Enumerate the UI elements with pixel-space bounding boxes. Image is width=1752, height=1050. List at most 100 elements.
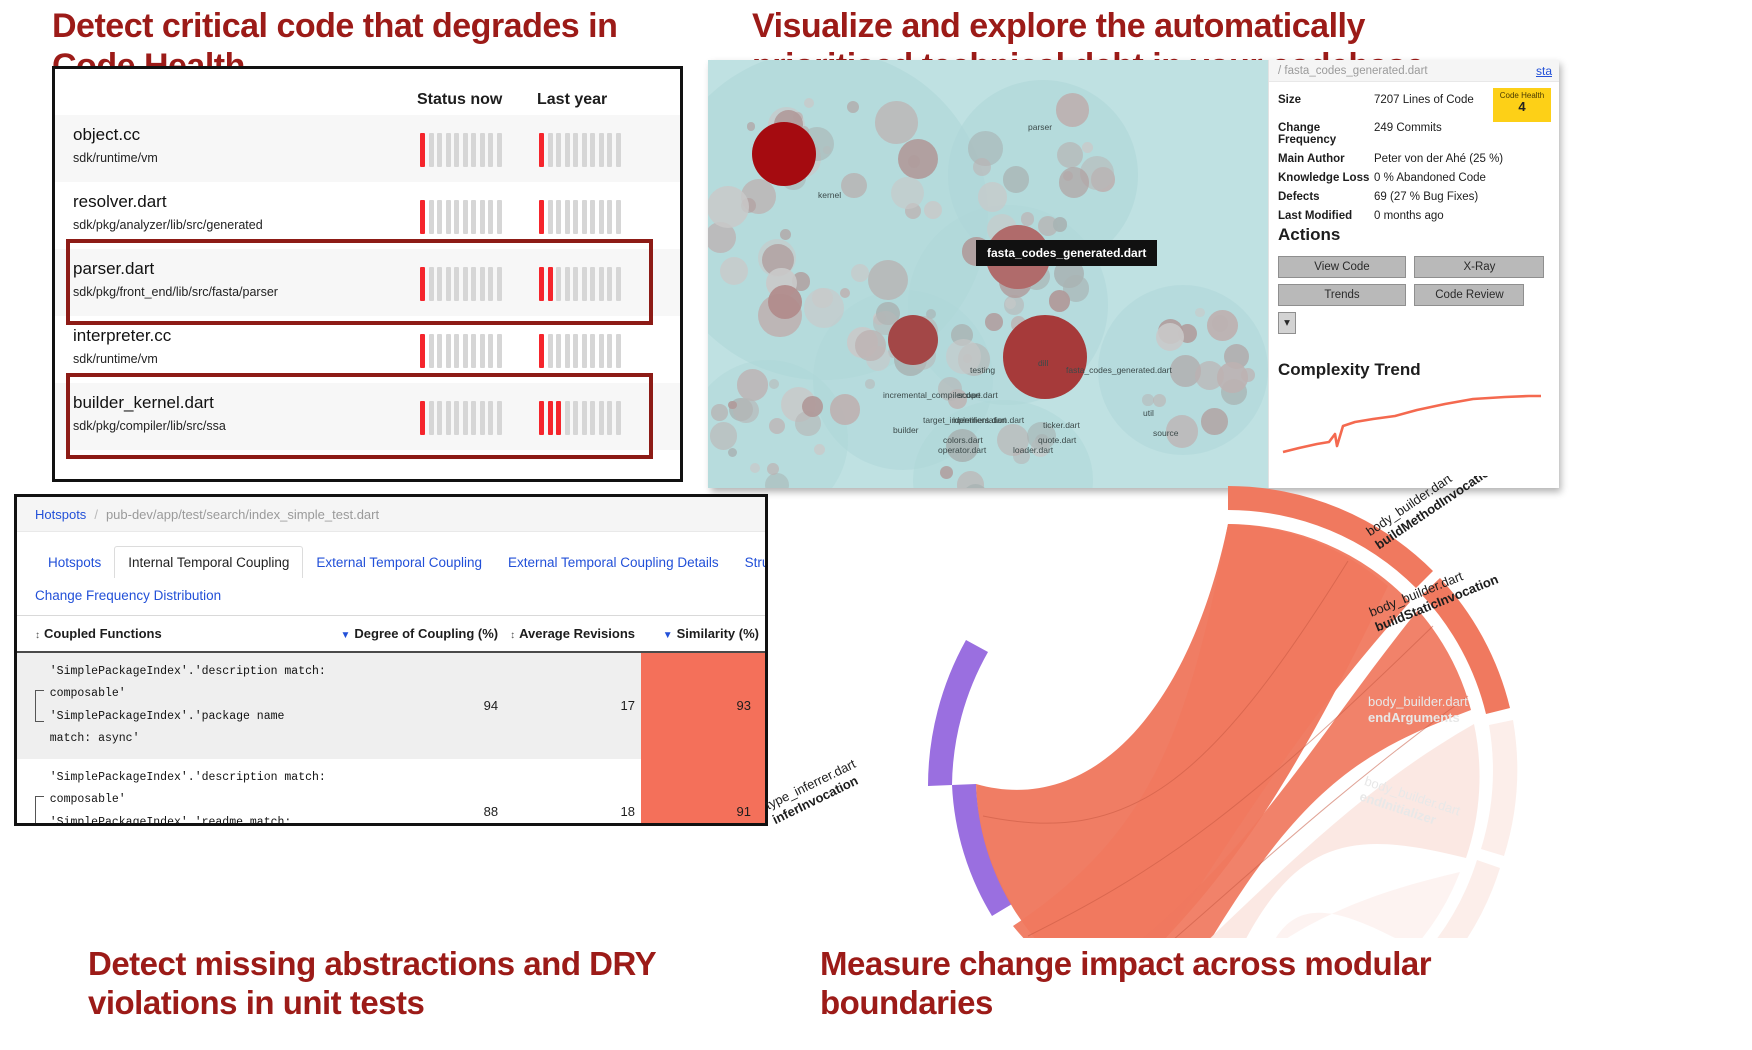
table-row[interactable]: 'SimplePackageIndex'.'description match:… xyxy=(17,652,765,759)
tab-external-temporal-coupling-details[interactable]: External Temporal Coupling Details xyxy=(507,555,719,570)
bubble-node[interactable] xyxy=(850,263,870,283)
bubble-node[interactable] xyxy=(780,229,791,241)
bubble-node[interactable] xyxy=(1216,361,1248,393)
bubble-node[interactable] xyxy=(977,181,1008,212)
bubble-node[interactable] xyxy=(708,186,749,228)
bubble-node[interactable] xyxy=(767,463,780,476)
tab-external-temporal-coupling[interactable]: External Temporal Coupling xyxy=(316,555,482,570)
bubble-node[interactable] xyxy=(750,463,761,474)
bubble-node[interactable] xyxy=(865,379,875,389)
bubble-node[interactable] xyxy=(1142,394,1154,406)
breadcrumb-hotspots-link[interactable]: Hotspots xyxy=(35,506,87,522)
bubble-node[interactable] xyxy=(804,288,844,328)
bubble-node[interactable] xyxy=(710,404,728,421)
th-coupled-functions[interactable]: ↕Coupled Functions xyxy=(17,615,335,653)
bubble-node[interactable] xyxy=(814,443,826,455)
bubble-node[interactable] xyxy=(891,176,924,210)
bubble-node[interactable] xyxy=(768,285,802,319)
th-degree-of-coupling[interactable]: ▼Degree of Coupling (%) xyxy=(334,615,505,653)
detail-breadcrumb[interactable]: / fasta_codes_generated.dart xyxy=(1269,60,1559,82)
sort-icon-degree[interactable]: ▼ xyxy=(340,630,351,641)
bubble-node[interactable] xyxy=(985,313,1004,331)
bubble-node[interactable] xyxy=(752,122,816,186)
bubble-node[interactable] xyxy=(802,396,824,418)
bubble-node[interactable] xyxy=(888,315,938,365)
bubble-label: loader.dart xyxy=(1013,445,1054,455)
code-review-caret-icon[interactable]: ▾ xyxy=(1278,312,1296,334)
tab-structural-recommendatio[interactable]: Structural Recommendatio xyxy=(744,555,765,570)
tab-internal-temporal-coupling[interactable]: Internal Temporal Coupling xyxy=(114,546,304,578)
bubble-node[interactable] xyxy=(733,397,760,424)
bubble-node[interactable] xyxy=(1004,297,1017,310)
table-row[interactable]: 'SimplePackageIndex'.'description match:… xyxy=(17,758,765,823)
trends-button[interactable]: Trends xyxy=(1278,284,1406,306)
th-average-revisions[interactable]: ↕Average Revisions xyxy=(504,615,641,653)
health-bar xyxy=(496,200,502,234)
view-code-button[interactable]: View Code xyxy=(1278,256,1406,278)
bubble-node[interactable] xyxy=(963,483,989,488)
table-breadcrumb: Hotspots / pub-dev/app/test/search/index… xyxy=(17,497,765,532)
tab-change-frequency-distribution[interactable]: Change Frequency Distribution xyxy=(35,588,222,603)
bubble-node[interactable] xyxy=(875,101,918,144)
bubble-node[interactable] xyxy=(1201,408,1228,435)
bubble-node[interactable] xyxy=(719,256,748,285)
bubble-node[interactable] xyxy=(1027,422,1056,451)
chord-diagram[interactable] xyxy=(760,476,1752,938)
bubble-node[interactable] xyxy=(898,139,939,180)
bubble-node[interactable] xyxy=(1057,141,1084,168)
bubble-node[interactable] xyxy=(830,394,861,425)
code-review-button[interactable]: Code Review xyxy=(1414,284,1525,306)
bubble-node[interactable] xyxy=(727,447,737,458)
bubble-node[interactable] xyxy=(1207,310,1239,342)
bubble-node[interactable] xyxy=(1020,212,1035,226)
tab-hotspots[interactable]: Hotspots xyxy=(48,555,102,570)
bubble-node[interactable] xyxy=(938,377,962,401)
bubble-node[interactable] xyxy=(1058,167,1090,198)
bubble-node[interactable] xyxy=(1055,93,1090,127)
bubble-node[interactable] xyxy=(1048,290,1071,312)
bubble-node[interactable] xyxy=(728,400,737,409)
bubble-node[interactable] xyxy=(1003,315,1087,399)
bubble-node[interactable] xyxy=(946,428,980,462)
bubble-node[interactable] xyxy=(1002,166,1030,193)
bubble-node[interactable] xyxy=(768,417,786,435)
bubble-label: ticker.dart xyxy=(1043,420,1080,430)
bubble-node[interactable] xyxy=(1081,141,1094,154)
bubble-node[interactable] xyxy=(1165,415,1198,448)
th-similarity[interactable]: ▼Similarity (%) xyxy=(641,615,765,653)
sort-icon-similarity[interactable]: ▼ xyxy=(662,630,673,641)
sort-icon-revisions[interactable]: ↕ xyxy=(510,630,516,641)
bubble-node[interactable] xyxy=(765,472,789,488)
bubble-node[interactable] xyxy=(1195,308,1205,318)
bubble-node[interactable] xyxy=(925,309,936,320)
bubble-node[interactable] xyxy=(736,369,769,402)
bubble-node[interactable] xyxy=(867,259,908,300)
x-ray-button[interactable]: X-Ray xyxy=(1414,256,1545,278)
bubble-node[interactable] xyxy=(746,122,756,131)
bubble-node[interactable] xyxy=(1152,393,1167,408)
bubble-node[interactable] xyxy=(996,423,1030,457)
bubble-node[interactable] xyxy=(1052,217,1068,233)
bubble-node[interactable] xyxy=(854,330,886,361)
corner-link[interactable]: sta xyxy=(1535,64,1552,78)
bubble-node[interactable] xyxy=(709,422,737,450)
bubble-node[interactable] xyxy=(973,158,992,177)
bubble-node[interactable] xyxy=(939,465,954,480)
bubble-node[interactable] xyxy=(923,200,943,220)
bubble-node[interactable] xyxy=(769,379,780,390)
bubble-node[interactable] xyxy=(840,288,850,299)
bubble-node[interactable] xyxy=(946,338,981,374)
bubble-node[interactable] xyxy=(803,98,815,109)
bubble-node[interactable] xyxy=(841,172,867,199)
sort-icon-coupled-functions[interactable]: ↕ xyxy=(35,630,40,641)
bubble-node[interactable] xyxy=(846,100,859,113)
bubble-node[interactable] xyxy=(1156,323,1185,352)
